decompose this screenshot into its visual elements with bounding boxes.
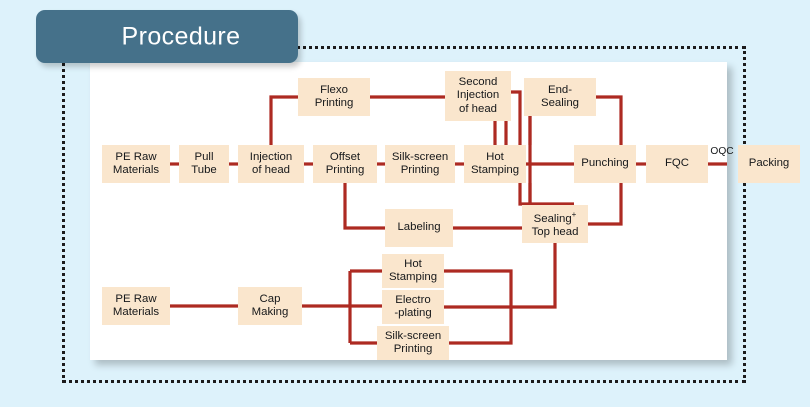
node-pe-raw-materials-2[interactable]: PE Raw Materials bbox=[102, 287, 170, 325]
node-pull-tube[interactable]: Pull Tube bbox=[179, 145, 229, 183]
node-sealing-top-head-label: Sealing+Top head bbox=[531, 210, 579, 239]
dotted-border-frame bbox=[62, 46, 746, 383]
node-injection-of-head[interactable]: Injection of head bbox=[238, 145, 304, 183]
node-punching[interactable]: Punching bbox=[574, 145, 636, 183]
procedure-title-bar: Procedure bbox=[36, 10, 298, 63]
node-pe-raw-materials-1[interactable]: PE Raw Materials bbox=[102, 145, 170, 183]
page-title: Procedure bbox=[121, 22, 241, 50]
node-sealing-top-head[interactable]: Sealing+Top head bbox=[522, 205, 588, 243]
node-labeling[interactable]: Labeling bbox=[385, 209, 453, 247]
node-offset-printing[interactable]: Offset Printing bbox=[313, 145, 377, 183]
node-silk-screen-printing-top[interactable]: Silk-screen Printing bbox=[385, 145, 455, 183]
node-fqc[interactable]: FQC bbox=[646, 145, 708, 183]
node-electro-plating[interactable]: Electro -plating bbox=[382, 290, 444, 324]
node-hot-stamping-top[interactable]: Hot Stamping bbox=[464, 145, 526, 183]
node-end-sealing[interactable]: End- Sealing bbox=[524, 78, 596, 116]
node-silk-screen-printing-bottom[interactable]: Silk-screen Printing bbox=[377, 326, 449, 360]
node-second-injection-of-head[interactable]: Second Injection of head bbox=[445, 71, 511, 121]
node-flexo-printing[interactable]: Flexo Printing bbox=[298, 78, 370, 116]
node-hot-stamping-bottom[interactable]: Hot Stamping bbox=[382, 254, 444, 288]
node-cap-making[interactable]: Cap Making bbox=[238, 287, 302, 325]
edge-label-oqc: OQC bbox=[710, 146, 734, 157]
node-packing[interactable]: Packing bbox=[738, 145, 800, 183]
